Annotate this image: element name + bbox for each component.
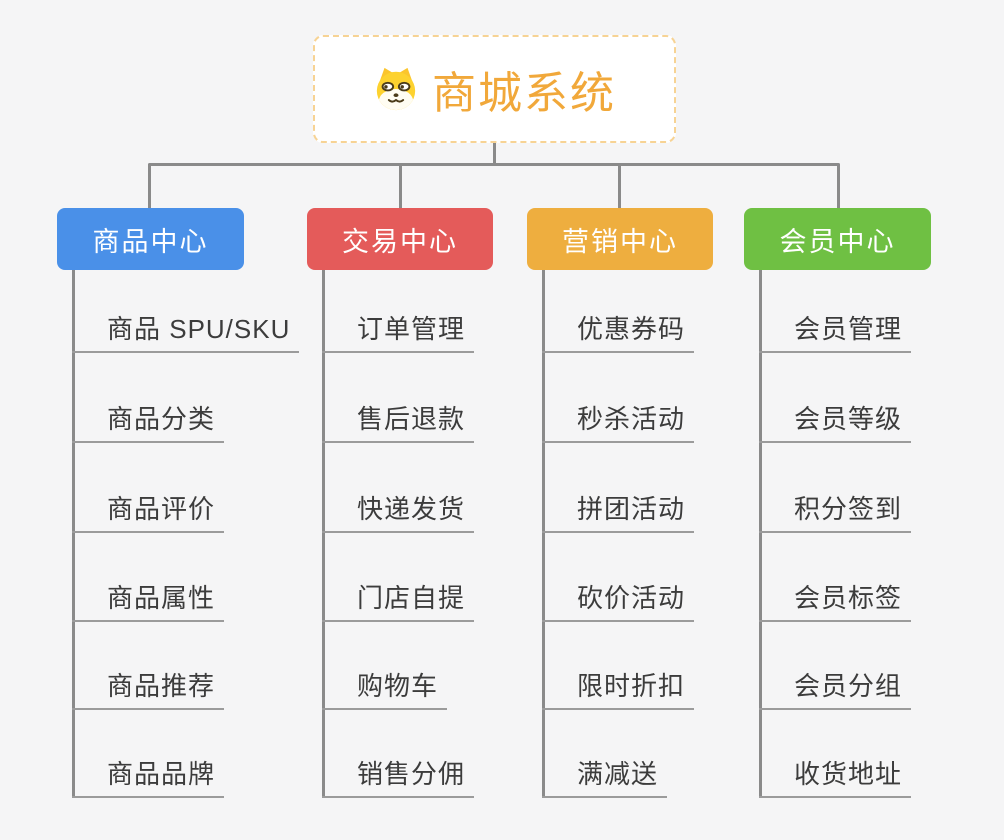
child-node[interactable]: 会员等级 bbox=[759, 397, 912, 443]
child-node[interactable]: 限时折扣 bbox=[542, 664, 695, 710]
child-node[interactable]: 销售分佣 bbox=[322, 752, 475, 798]
branch-box-marketing-center[interactable]: 营销中心 bbox=[527, 208, 713, 270]
child-node[interactable]: 秒杀活动 bbox=[542, 397, 695, 443]
child-node[interactable]: 商品属性 bbox=[72, 576, 225, 622]
root-node[interactable]: 商城系统 bbox=[313, 35, 676, 143]
child-node[interactable]: 收货地址 bbox=[759, 752, 912, 798]
child-node[interactable]: 门店自提 bbox=[322, 576, 475, 622]
branch-children-marketing-center: 优惠券码 秒杀活动 拼团活动 砍价活动 限时折扣 满减送 bbox=[542, 270, 812, 805]
branch-children-member-center: 会员管理 会员等级 积分签到 会员标签 会员分组 收货地址 bbox=[759, 270, 1004, 805]
child-node[interactable]: 积分签到 bbox=[759, 487, 912, 533]
child-node[interactable]: 订单管理 bbox=[322, 307, 475, 353]
branch-box-product-center[interactable]: 商品中心 bbox=[57, 208, 244, 270]
child-node[interactable]: 会员管理 bbox=[759, 307, 912, 353]
branch-children-trade-center: 订单管理 售后退款 快递发货 门店自提 购物车 销售分佣 bbox=[322, 270, 592, 805]
dog-face-icon bbox=[376, 67, 416, 111]
child-node[interactable]: 商品品牌 bbox=[72, 752, 225, 798]
branch-box-member-center[interactable]: 会员中心 bbox=[744, 208, 931, 270]
child-node[interactable]: 砍价活动 bbox=[542, 576, 695, 622]
child-node[interactable]: 购物车 bbox=[322, 664, 448, 710]
child-node[interactable]: 售后退款 bbox=[322, 397, 475, 443]
child-node[interactable]: 拼团活动 bbox=[542, 487, 695, 533]
top-rail-line bbox=[148, 163, 840, 209]
child-node[interactable]: 会员分组 bbox=[759, 664, 912, 710]
root-title: 商城系统 bbox=[432, 69, 616, 118]
branch-box-trade-center[interactable]: 交易中心 bbox=[307, 208, 493, 270]
child-node[interactable]: 商品推荐 bbox=[72, 664, 225, 710]
child-node[interactable]: 快递发货 bbox=[322, 487, 475, 533]
child-node[interactable]: 优惠券码 bbox=[542, 307, 695, 353]
child-node[interactable]: 商品分类 bbox=[72, 397, 225, 443]
child-node[interactable]: 会员标签 bbox=[759, 576, 912, 622]
child-node[interactable]: 商品 SPU/SKU bbox=[72, 307, 300, 353]
child-node[interactable]: 满减送 bbox=[542, 752, 668, 798]
branch-children-product-center: 商品 SPU/SKU 商品分类 商品评价 商品属性 商品推荐 商品品牌 bbox=[72, 270, 342, 805]
child-node[interactable]: 商品评价 bbox=[72, 487, 225, 533]
